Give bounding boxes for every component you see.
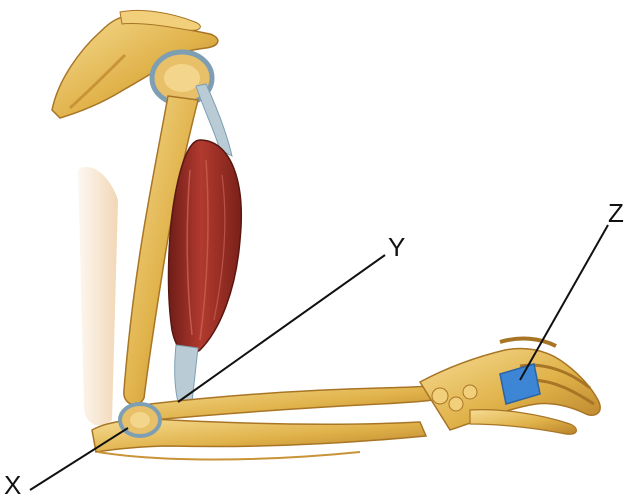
upper-arm-soft-tissue <box>78 167 118 425</box>
biceps-lower-tendon <box>175 345 198 402</box>
forearm-lower-bone-edge <box>98 452 360 460</box>
biceps-muscle <box>169 140 242 354</box>
label-y: Y <box>388 232 405 262</box>
elbow-joint <box>120 404 160 436</box>
label-x: X <box>4 470 21 499</box>
label-z: Z <box>608 198 624 228</box>
pointer-line-x <box>30 428 128 490</box>
pointer-line-z <box>520 225 608 380</box>
